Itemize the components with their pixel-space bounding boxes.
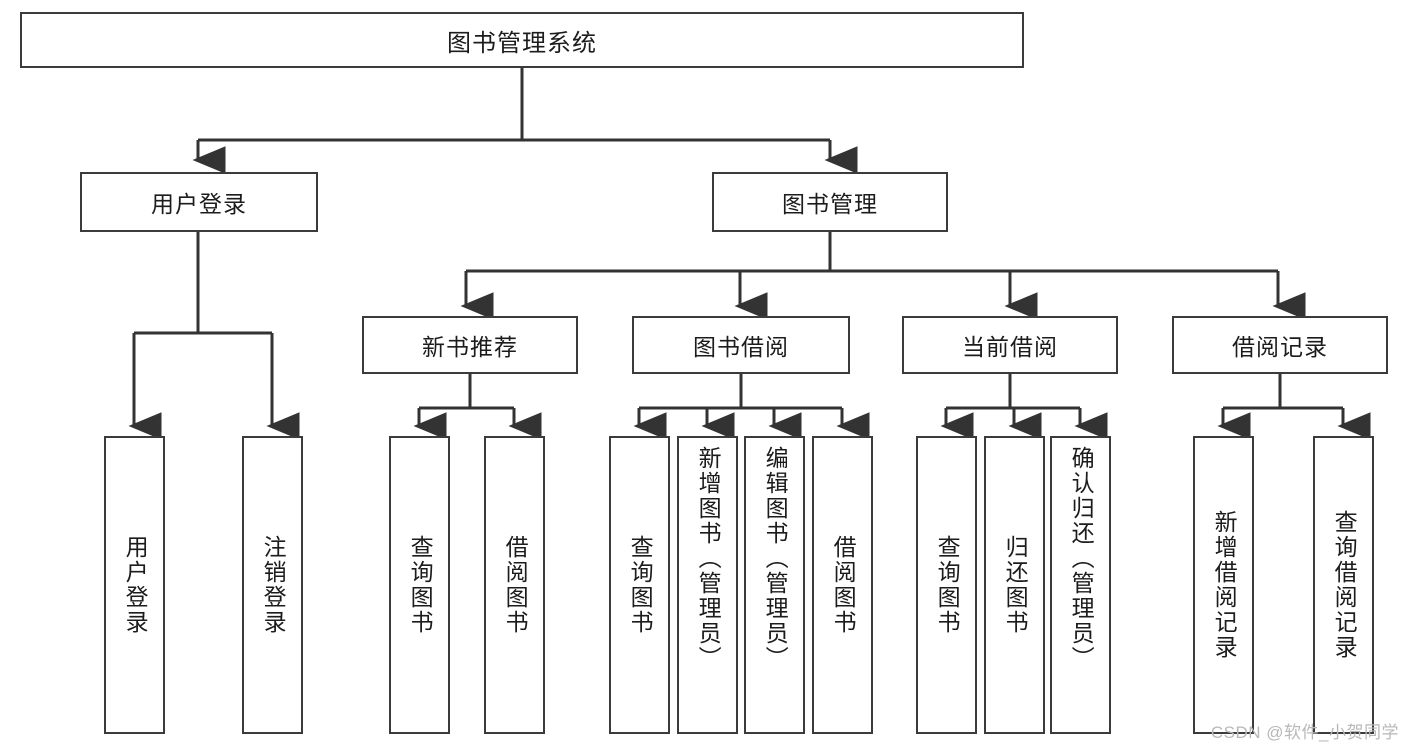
node-user-login[interactable]: 用户登录 xyxy=(80,172,318,232)
leaf-query-book-current[interactable]: 查询图书 xyxy=(916,436,977,734)
node-borrow-record[interactable]: 借阅记录 xyxy=(1172,316,1388,374)
node-label: 新书推荐 xyxy=(422,334,518,360)
node-label: 当前借阅 xyxy=(962,334,1058,360)
leaf-edit-book-admin[interactable]: 编辑图书（管理员） xyxy=(744,436,805,734)
leaf-query-borrow-record[interactable]: 查询借阅记录 xyxy=(1313,436,1374,734)
leaf-query-book-recommend[interactable]: 查询图书 xyxy=(389,436,450,734)
leaf-add-borrow-record[interactable]: 新增借阅记录 xyxy=(1193,436,1254,734)
leaf-label: 编辑图书（管理员） xyxy=(762,446,789,671)
node-label: 图书借阅 xyxy=(693,334,789,360)
leaf-label: 查询借阅记录 xyxy=(1331,510,1358,660)
node-label: 借阅记录 xyxy=(1232,334,1328,360)
node-book-management[interactable]: 图书管理 xyxy=(712,172,948,232)
leaf-user-logout[interactable]: 注销登录 xyxy=(242,436,303,734)
leaf-label: 借阅图书 xyxy=(502,535,529,635)
leaf-label: 新增借阅记录 xyxy=(1211,510,1238,660)
leaf-label: 用户登录 xyxy=(122,535,149,635)
node-label: 用户登录 xyxy=(151,191,247,217)
leaf-user-login[interactable]: 用户登录 xyxy=(104,436,165,734)
leaf-label: 查询图书 xyxy=(934,535,961,635)
node-current-borrow[interactable]: 当前借阅 xyxy=(902,316,1118,374)
leaf-label: 查询图书 xyxy=(627,535,654,635)
leaf-confirm-return-admin[interactable]: 确认归还（管理员） xyxy=(1050,436,1111,734)
node-new-book-recommend[interactable]: 新书推荐 xyxy=(362,316,578,374)
leaf-label: 确认归还（管理员） xyxy=(1068,446,1095,671)
leaf-label: 新增图书（管理员） xyxy=(695,446,722,671)
leaf-return-book[interactable]: 归还图书 xyxy=(984,436,1045,734)
watermark-text: CSDN @软件_小贺同学 xyxy=(1210,723,1399,742)
node-label: 图书管理系统 xyxy=(447,29,597,57)
node-book-borrow[interactable]: 图书借阅 xyxy=(632,316,850,374)
leaf-borrow-book[interactable]: 借阅图书 xyxy=(812,436,873,734)
leaf-label: 归还图书 xyxy=(1002,535,1029,635)
node-root-system[interactable]: 图书管理系统 xyxy=(20,12,1024,68)
leaf-borrow-book-recommend[interactable]: 借阅图书 xyxy=(484,436,545,734)
node-label: 图书管理 xyxy=(782,191,878,217)
leaf-label: 查询图书 xyxy=(407,535,434,635)
leaf-label: 注销登录 xyxy=(260,535,287,635)
leaf-add-book-admin[interactable]: 新增图书（管理员） xyxy=(677,436,738,734)
leaf-label: 借阅图书 xyxy=(830,535,857,635)
leaf-query-book-borrow[interactable]: 查询图书 xyxy=(609,436,670,734)
